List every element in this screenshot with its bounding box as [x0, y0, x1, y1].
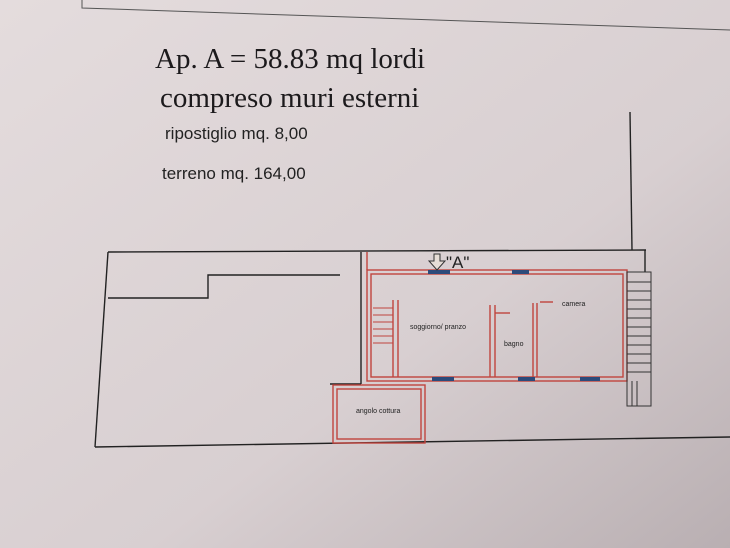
- room-bedroom: camera: [562, 301, 585, 308]
- area-subtitle: compreso muri esterni: [160, 82, 419, 114]
- area-title: Ap. A = 58.83 mq lordi: [155, 43, 425, 75]
- entrance-label: "A": [446, 253, 469, 272]
- interior-stairs: [373, 307, 393, 344]
- sheet-border: [81, 0, 730, 31]
- exterior-stairs: [626, 271, 652, 407]
- room-bathroom: bagno: [504, 341, 524, 348]
- windows: [428, 270, 600, 381]
- room-living: soggiorno/ pranzo: [410, 324, 466, 331]
- room-kitchen: angolo cottura: [356, 408, 400, 415]
- land-area: terreno mq. 164,00: [162, 164, 306, 183]
- plot-outline: [94, 111, 730, 448]
- entrance-arrow-icon: [427, 253, 447, 271]
- storage-area: ripostiglio mq. 8,00: [165, 124, 308, 143]
